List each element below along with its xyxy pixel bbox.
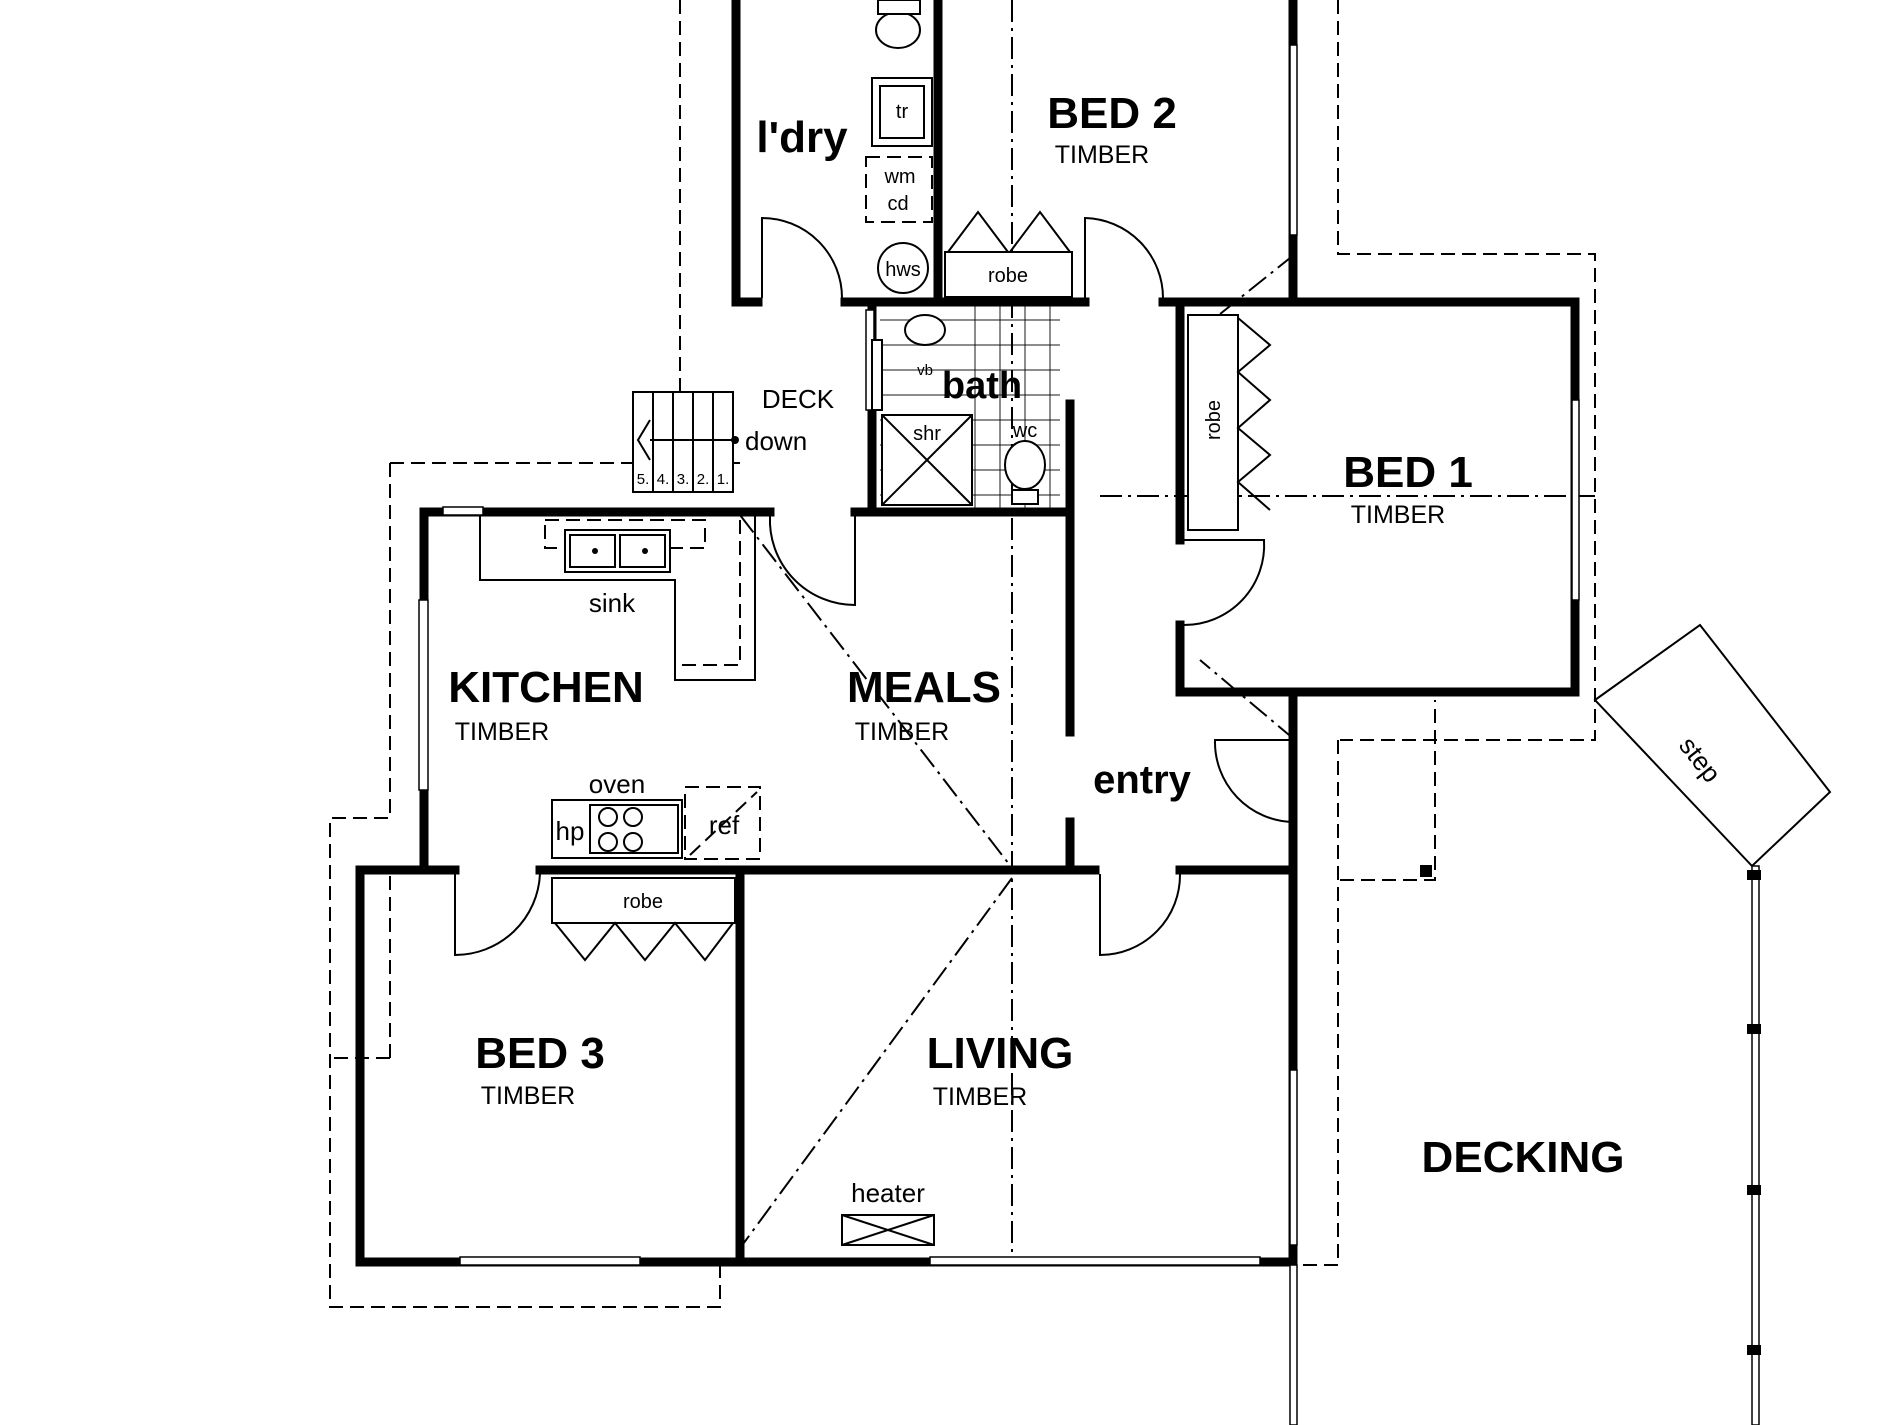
bath-name: bath <box>942 365 1022 407</box>
kitchen-name: KITCHEN <box>448 663 644 712</box>
kitchen-benches <box>479 516 761 860</box>
stair-number: 3. <box>677 471 690 488</box>
bed2-floor: TIMBER <box>1055 141 1149 169</box>
robe-bed2-label: robe <box>988 265 1028 287</box>
stair-number: 2. <box>697 471 710 488</box>
fridge-label: ref <box>709 810 740 840</box>
vanity-basin-label: vb <box>917 362 933 379</box>
dryer-label: cd <box>887 193 908 215</box>
windows <box>418 44 1580 1266</box>
bed3-name: BED 3 <box>475 1029 605 1078</box>
deck-name: DECK <box>762 384 835 414</box>
centre-lines <box>734 0 1595 1260</box>
doors <box>454 216 1294 957</box>
living-name: LIVING <box>927 1029 1074 1078</box>
decking-rail <box>1289 865 1761 1425</box>
stairs-down-label: down <box>745 426 807 456</box>
oven-label: oven <box>589 769 645 799</box>
stairs <box>632 391 739 493</box>
robe-bed3: robe <box>551 877 736 962</box>
bathroom-tiles <box>871 306 1060 508</box>
bed3-floor: TIMBER <box>481 1082 575 1110</box>
kitchen-floor: TIMBER <box>455 718 549 746</box>
hotplate-label: hp <box>556 816 585 846</box>
laundry-fixtures: tr wm cd hws <box>865 0 933 294</box>
bed1-name: BED 1 <box>1343 448 1473 497</box>
washing-machine-label: wm <box>883 166 915 188</box>
robe-bed1: robe <box>1187 314 1272 531</box>
living-floor: TIMBER <box>933 1083 1027 1111</box>
robe-bed1-label: robe <box>1203 400 1225 440</box>
decking-name: DECKING <box>1422 1133 1625 1182</box>
robe-bed3-label: robe <box>623 891 663 913</box>
stair-number: 4. <box>657 471 670 488</box>
step: step <box>1593 623 1832 868</box>
meals-floor: TIMBER <box>855 718 949 746</box>
bed2-name: BED 2 <box>1047 89 1177 138</box>
stair-number: 1. <box>717 471 730 488</box>
sink-label: sink <box>589 588 636 618</box>
heater-label: heater <box>851 1178 925 1208</box>
entry-name: entry <box>1093 758 1192 802</box>
tub-label: tr <box>896 101 909 123</box>
bed1-floor: TIMBER <box>1351 501 1445 529</box>
stair-number: 5. <box>637 471 650 488</box>
wc-label: wc <box>1012 420 1037 442</box>
hot-water-label: hws <box>885 259 921 281</box>
heater <box>841 1214 935 1246</box>
meals-name: MEALS <box>847 663 1001 712</box>
robe-bed2: robe <box>944 210 1073 298</box>
laundry-name: l'dry <box>756 113 848 162</box>
shower-label: shr <box>913 423 941 445</box>
